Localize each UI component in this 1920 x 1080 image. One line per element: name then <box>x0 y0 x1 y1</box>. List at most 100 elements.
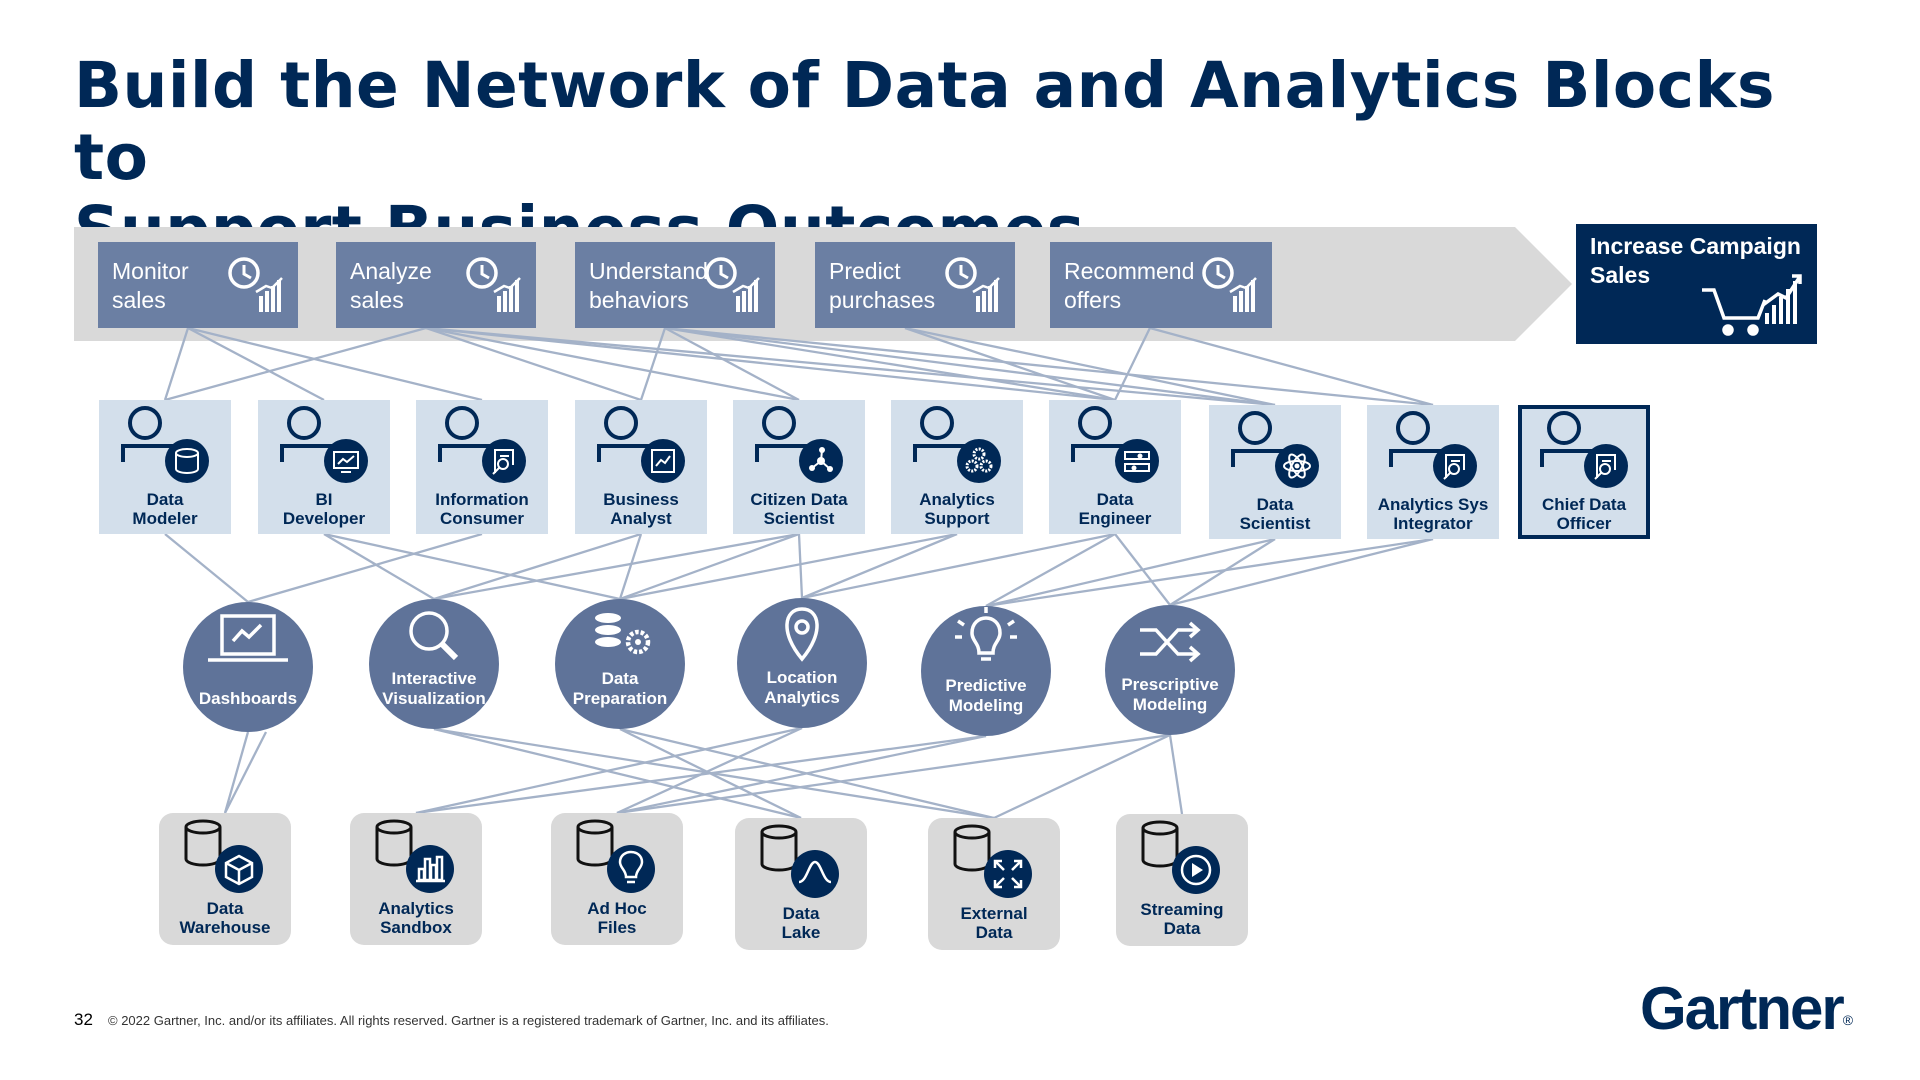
database-gear-icon <box>595 613 651 655</box>
outcome-label-line-2: sales <box>112 287 166 313</box>
chart-bar <box>1233 296 1237 312</box>
cart-body <box>1702 288 1767 320</box>
atom-icon <box>1275 444 1319 488</box>
gear <box>625 629 651 655</box>
outcome-role-link <box>425 326 1116 402</box>
person-body-icon <box>1071 444 1129 462</box>
role-label-line-2: Integrator <box>1393 514 1473 533</box>
pin <box>785 607 819 662</box>
badge-circle <box>1584 444 1628 488</box>
badge-circle <box>791 850 839 898</box>
wave <box>798 860 832 884</box>
disk <box>595 637 621 647</box>
outcome-label-line-1: Recommend <box>1064 258 1194 284</box>
data-source-label-line-1: Data <box>207 899 244 918</box>
clock-face <box>228 257 260 289</box>
role-capability-link <box>797 533 804 599</box>
trend-chart-icon <box>641 439 685 483</box>
role-label-line-2: Support <box>924 509 989 528</box>
outcome-role-link <box>164 326 427 402</box>
trend-arrow <box>1761 274 1802 307</box>
trend-line <box>972 277 1000 294</box>
monitor-chart-icon <box>324 439 368 483</box>
capability-label-line-2: Modeling <box>1133 695 1208 714</box>
capability-source-link <box>616 733 1171 815</box>
data-source-label-line-1: Data <box>783 904 820 923</box>
handle <box>1443 472 1451 480</box>
expand-arrows-icon <box>984 850 1032 898</box>
database-icon <box>165 439 209 483</box>
role-box-bg <box>99 400 231 534</box>
role-box-bg <box>258 400 390 534</box>
lens <box>1599 463 1611 475</box>
arrow-heads <box>1188 621 1201 663</box>
clock-hands <box>480 265 490 280</box>
lightbulb-icon <box>955 607 1017 661</box>
person-body-icon <box>755 444 813 462</box>
capability-circle <box>555 599 685 729</box>
shuffle-icon <box>1140 621 1201 663</box>
data-source-label-line-1: Ad Hoc <box>587 899 647 918</box>
role-capability-link <box>433 532 642 601</box>
trend <box>655 455 671 467</box>
outcome-role-link <box>639 327 667 401</box>
goal-label-line-2: Sales <box>1590 262 1650 288</box>
data-source-label-line-2: Data <box>1164 919 1201 938</box>
role-label-line-2: Scientist <box>764 509 835 528</box>
capability-1[interactable]: Dashboards <box>183 602 313 732</box>
capability-circle <box>1105 605 1235 735</box>
clock-face <box>945 257 977 289</box>
dot <box>1137 453 1143 459</box>
role-capability-link <box>619 532 800 601</box>
outcome-role-link <box>163 327 190 401</box>
outcome-box-bg <box>815 242 1015 328</box>
node <box>809 465 815 471</box>
location-pin-icon <box>785 607 819 662</box>
clock-hands <box>242 265 252 280</box>
capability-circle <box>183 602 313 732</box>
page-number: 32 <box>74 1010 93 1029</box>
role-label-line-2: Officer <box>1557 514 1612 533</box>
outcome-role-link <box>664 326 1116 402</box>
chart-bar <box>271 286 275 312</box>
role-label-line-1: Analytics <box>919 490 995 509</box>
trend-line <box>493 277 521 294</box>
capability-source-link <box>616 734 987 815</box>
outcome-role-link <box>904 326 1276 407</box>
capability-source-link <box>415 734 987 815</box>
chart-bar <box>994 280 998 312</box>
role-capability-link <box>247 532 483 604</box>
capability-label-line-1: Interactive <box>391 669 476 688</box>
badge-circle <box>607 845 655 893</box>
clock-chart-icon <box>228 257 283 312</box>
role-label-line-2: Analyst <box>610 509 672 528</box>
person-head-icon <box>1396 411 1430 445</box>
